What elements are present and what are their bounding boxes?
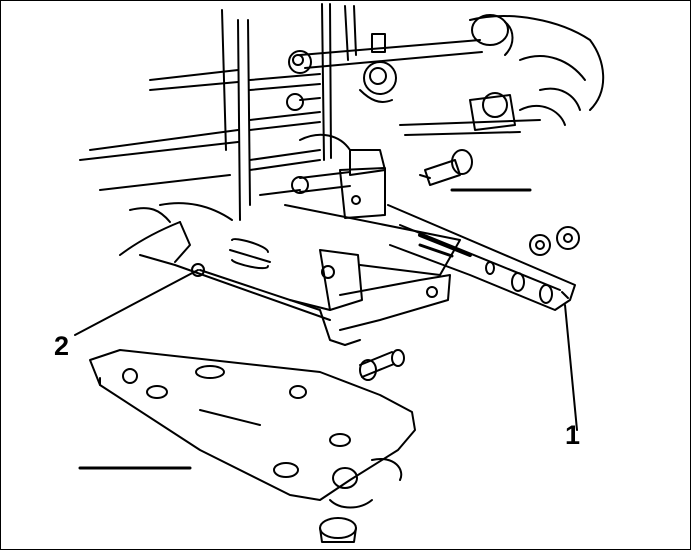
mounting-bracket	[387, 204, 576, 311]
bracket-bolt	[191, 263, 205, 277]
center-bracket	[199, 167, 461, 346]
shift-linkage	[286, 14, 516, 194]
callout-label-1: 1	[565, 420, 581, 450]
leader-lines	[74, 269, 578, 431]
mount-plate	[89, 349, 416, 543]
transmission-case	[79, 3, 605, 321]
reference-marks	[78, 188, 532, 470]
leader-line-2	[74, 269, 199, 336]
leader-line-1	[564, 304, 578, 431]
hardware	[191, 149, 580, 381]
callout-label-2: 2	[54, 331, 70, 361]
